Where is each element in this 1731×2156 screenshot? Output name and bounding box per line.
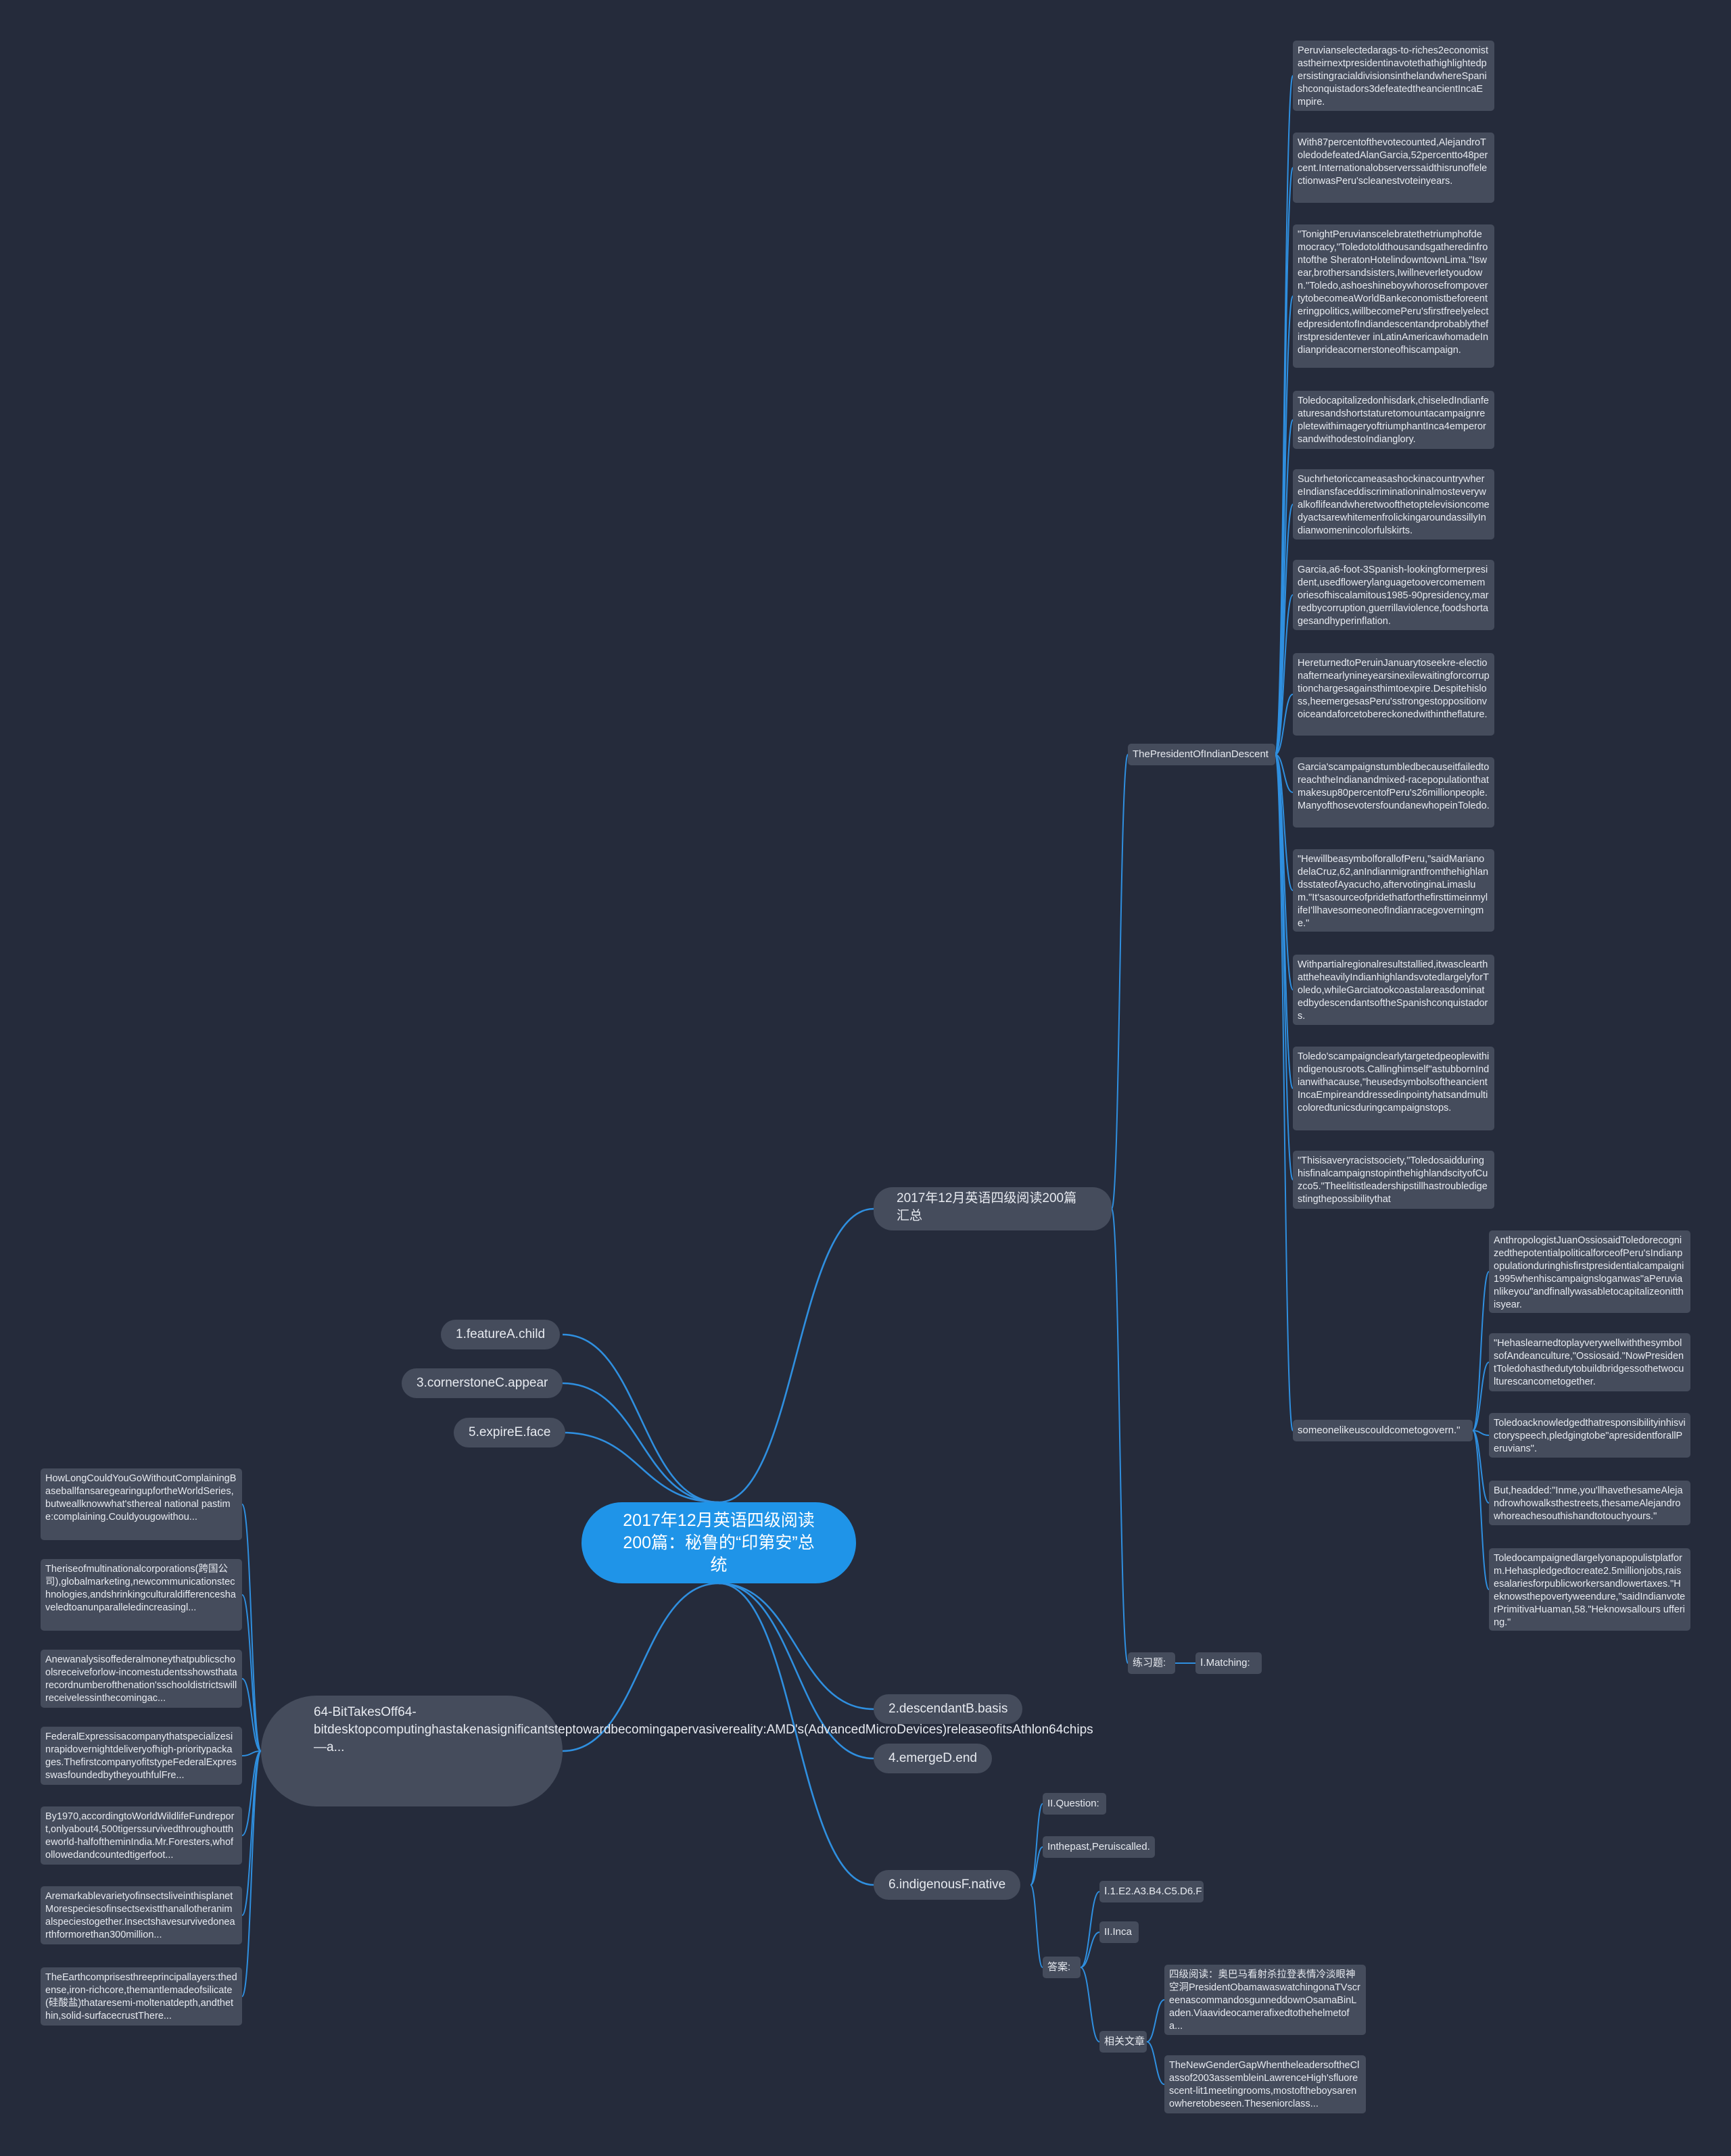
right-item-1[interactable]: 2.descendantB.basis bbox=[874, 1694, 1023, 1724]
connector-line bbox=[241, 1750, 262, 1756]
left-note-4[interactable]: FederalExpressisacompanythatspecializesi… bbox=[41, 1727, 242, 1785]
answer-label[interactable]: 答案: bbox=[1043, 1957, 1081, 1978]
connector-line bbox=[718, 1582, 874, 1760]
president-note-1[interactable]: Peruvianselectedarags-to-riches2economis… bbox=[1293, 41, 1494, 111]
left-item-3[interactable]: 5.expireE.face bbox=[454, 1418, 566, 1447]
connector-line bbox=[1275, 75, 1294, 755]
connector-line bbox=[1146, 1999, 1165, 2042]
president-note-7[interactable]: HereturnedtoPeruinJanuarytoseekre-electi… bbox=[1293, 653, 1494, 736]
question-label[interactable]: II.Question: bbox=[1043, 1793, 1106, 1815]
connector-line bbox=[1472, 1430, 1490, 1504]
connector-line bbox=[1111, 1208, 1129, 1664]
connector-line bbox=[1030, 1803, 1043, 1886]
connector-line bbox=[1472, 1430, 1490, 1436]
president-note-9[interactable]: "HewillbeasymbolforallofPeru,"saidMarian… bbox=[1293, 849, 1494, 932]
connector-line bbox=[1472, 1271, 1490, 1431]
left-item-2[interactable]: 3.cornerstoneC.appear bbox=[402, 1368, 563, 1398]
president-note-3[interactable]: "TonightPeruvianscelebratethetriumphofde… bbox=[1293, 224, 1494, 368]
connector-line bbox=[1080, 1932, 1100, 1968]
left-note-7[interactable]: TheEarthcomprisesthreeprincipallayers:th… bbox=[41, 1967, 242, 2026]
president-note-6[interactable]: Garcia,a6-foot-3Spanish-lookingformerpre… bbox=[1293, 560, 1494, 630]
connector-line bbox=[1275, 754, 1294, 1431]
connector-line bbox=[1275, 694, 1294, 755]
connector-line bbox=[562, 1582, 719, 1752]
connector-line bbox=[562, 1382, 719, 1504]
connector-line bbox=[1275, 754, 1294, 793]
connector-line bbox=[241, 1504, 262, 1752]
president-note-4[interactable]: Toledocapitalizedonhisdark,chiseledIndia… bbox=[1293, 391, 1494, 449]
right-item-2[interactable]: 4.emergeD.end bbox=[874, 1744, 992, 1773]
connector-line bbox=[1030, 1846, 1043, 1886]
connector-line bbox=[1472, 1362, 1490, 1431]
left-item-1[interactable]: 1.featureA.child bbox=[441, 1320, 561, 1349]
someone-note-1[interactable]: AnthropologistJuanOssiosaidToledorecogni… bbox=[1489, 1230, 1690, 1313]
root-node[interactable]: 2017年12月英语四级阅读200篇：秘鲁的“印第安”总统 bbox=[582, 1502, 856, 1583]
someone-note-4[interactable]: But,headded:"Inme,you'llhavethesameAleja… bbox=[1489, 1481, 1690, 1525]
connector-line bbox=[1080, 1967, 1100, 2042]
related-article-2[interactable]: TheNewGenderGapWhentheleadersoftheClasso… bbox=[1164, 2055, 1366, 2113]
president-note-11[interactable]: Toledo'scampaignclearlytargetedpeoplewit… bbox=[1293, 1047, 1494, 1130]
connector-line bbox=[718, 1582, 874, 1886]
connector-line bbox=[562, 1333, 719, 1504]
someone-note-5[interactable]: Toledocampaignedlargelyonapopulistplatfo… bbox=[1489, 1548, 1690, 1631]
amd-64bit-node[interactable]: 64-BitTakesOff64-bitdesktopcomputinghast… bbox=[261, 1696, 1093, 1806]
president-label[interactable]: ThePresidentOfIndianDescent bbox=[1128, 744, 1275, 765]
connector-line bbox=[718, 1207, 874, 1504]
connector-line bbox=[1080, 1891, 1100, 1968]
left-note-6[interactable]: Aremarkablevarietyofinsectsliveinthispla… bbox=[41, 1886, 242, 1944]
president-note-12[interactable]: "Thisisaveryracistsociety,"Toledosaiddur… bbox=[1293, 1151, 1494, 1209]
connector-line bbox=[718, 1582, 874, 1710]
related-articles-label[interactable]: 相关文章 bbox=[1099, 2031, 1147, 2053]
summary-node[interactable]: 2017年12月英语四级阅读200篇汇总 bbox=[874, 1187, 1112, 1230]
someone-note-2[interactable]: "Hehaslearnedtoplayverywellwiththesymbol… bbox=[1489, 1333, 1690, 1391]
connector-line bbox=[562, 1431, 719, 1504]
president-note-2[interactable]: With87percentofthevotecounted,AlejandroT… bbox=[1293, 133, 1494, 203]
connector-line bbox=[1030, 1884, 1043, 1968]
president-note-8[interactable]: Garcia'scampaignstumbledbecauseitfailedt… bbox=[1293, 757, 1494, 828]
connector-line bbox=[241, 1750, 262, 1997]
exercise-label[interactable]: 练习题: bbox=[1128, 1652, 1175, 1674]
right-item-3[interactable]: 6.indigenousF.native bbox=[874, 1870, 1021, 1900]
connector-line bbox=[1275, 594, 1294, 755]
connector-line bbox=[241, 1750, 262, 1836]
someone-note-3[interactable]: Toledoacknowledgedthatresponsibilityinhi… bbox=[1489, 1413, 1690, 1458]
someone-label[interactable]: someonelikeuscouldcometogovern." bbox=[1293, 1420, 1473, 1441]
left-note-5[interactable]: By1970,accordingtoWorldWildlifeFundrepor… bbox=[41, 1806, 242, 1865]
connector-line bbox=[1146, 2041, 1165, 2085]
connector-line bbox=[241, 1594, 262, 1752]
president-note-5[interactable]: SuchrhetoriccameasashockinacountrywhereI… bbox=[1293, 469, 1494, 540]
answer-key[interactable]: Ⅰ.1.E2.A3.B4.C5.D6.F bbox=[1099, 1881, 1204, 1902]
connector-line bbox=[1275, 754, 1294, 1089]
answer-inca[interactable]: II.Inca bbox=[1099, 1921, 1139, 1943]
peru-called-label[interactable]: Inthepast,Peruiscalled. bbox=[1043, 1836, 1155, 1858]
connector-line bbox=[241, 1678, 262, 1752]
related-article-1[interactable]: 四级阅读：奥巴马看射杀拉登表情冷淡眼神空洞PresidentObamawaswa… bbox=[1164, 1965, 1366, 2035]
connector-line bbox=[1275, 504, 1294, 755]
president-note-10[interactable]: Withpartialregionalresultstallied,itwasc… bbox=[1293, 955, 1494, 1025]
left-note-3[interactable]: Anewanalysisoffederalmoneythatpublicscho… bbox=[41, 1650, 242, 1708]
matching-label[interactable]: Ⅰ.Matching: bbox=[1195, 1652, 1262, 1674]
connector-line bbox=[1111, 754, 1129, 1209]
connector-line bbox=[1275, 754, 1294, 891]
connector-line bbox=[1472, 1430, 1490, 1590]
left-note-2[interactable]: Theriseofmultinationalcorporations(跨国公司)… bbox=[41, 1559, 242, 1631]
left-note-1[interactable]: HowLongCouldYouGoWithoutComplainingBaseb… bbox=[41, 1468, 242, 1540]
connector-line bbox=[1275, 754, 1294, 1180]
